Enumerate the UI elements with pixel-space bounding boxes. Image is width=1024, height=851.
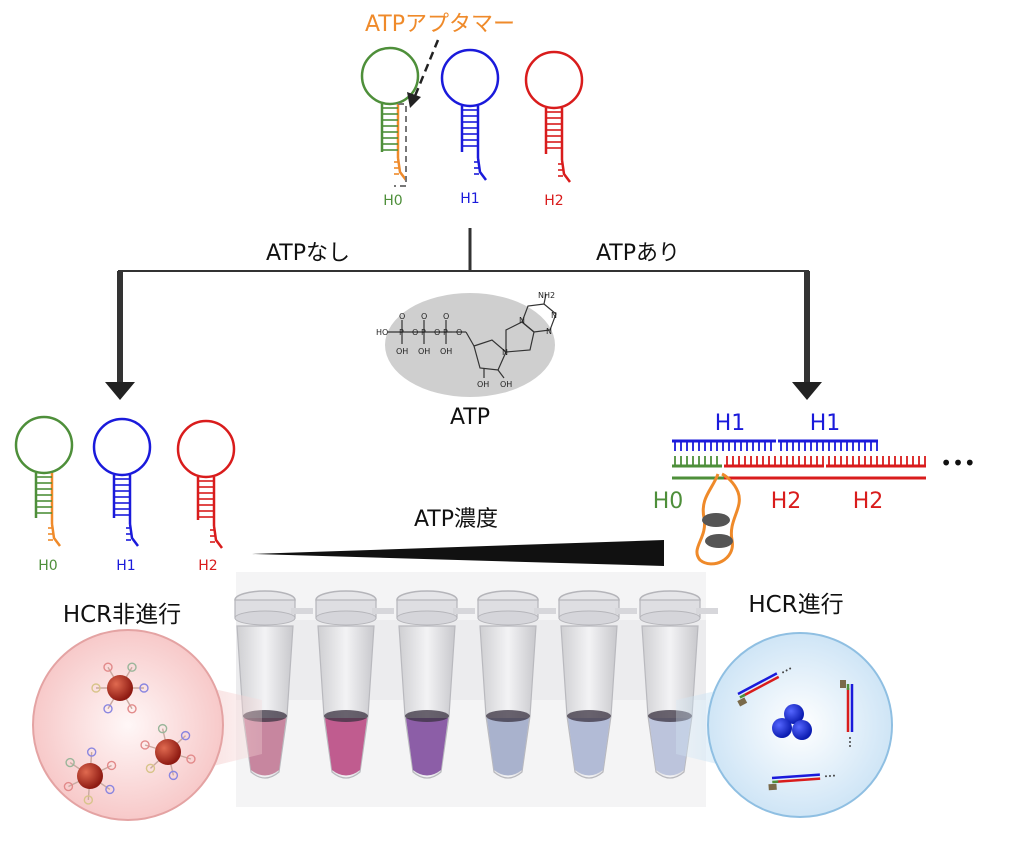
right-branch-arrowhead — [792, 382, 822, 400]
tube-liquid — [487, 718, 529, 776]
polymer-fragment — [737, 667, 792, 707]
atp-caption: ATP — [450, 405, 490, 430]
svg-text:HO: HO — [376, 328, 388, 337]
dispersed-nanoparticles — [63, 662, 196, 805]
svg-text:O: O — [399, 312, 405, 321]
top-hairpin-h1 — [440, 48, 500, 181]
atp-concentration-wedge — [252, 540, 664, 566]
aggregated-nanoparticles — [772, 704, 812, 740]
bound-atp-marker-2 — [705, 534, 733, 548]
atp-molecule-atoms: HO P P P O O O OH OH OH O O O OH OH NH2 … — [376, 291, 557, 389]
sample-tube — [396, 590, 475, 779]
hcr-progressing-label: HCR進行 — [748, 592, 843, 618]
svg-text:OH: OH — [440, 347, 452, 356]
svg-text:OH: OH — [500, 380, 512, 389]
tube-liquid — [568, 718, 610, 776]
tube-liquid — [325, 718, 367, 776]
left-h2-label: H2 — [198, 558, 217, 574]
svg-text:N: N — [502, 348, 508, 357]
bound-aptamer-loop — [695, 472, 741, 566]
assembly-h2-label-1: H2 — [771, 489, 802, 514]
assembly-h2-label-2: H2 — [853, 489, 884, 514]
top-hairpin-h2 — [524, 50, 584, 183]
svg-text:O: O — [421, 312, 427, 321]
aptamer-arrow — [413, 39, 440, 97]
branch-with-atp-label: ATPあり — [596, 241, 680, 266]
branch-tree — [117, 228, 810, 384]
svg-text:P: P — [443, 328, 448, 337]
left-branch-arrowhead — [105, 382, 135, 400]
atp-molecule-backdrop — [385, 293, 555, 397]
hcr-polymer-assembly — [672, 439, 926, 480]
svg-text:OH: OH — [396, 347, 408, 356]
top-hairpin-h0 — [360, 46, 420, 181]
left-h1-label: H1 — [116, 558, 135, 574]
atp-concentration-label: ATP濃度 — [414, 507, 498, 532]
left-hairpin-h0 — [14, 415, 74, 547]
top-h1-label: H1 — [460, 191, 479, 207]
hcr-not-progressing-label: HCR非進行 — [63, 602, 181, 628]
left-hairpin-h1 — [92, 417, 152, 547]
svg-text:O: O — [443, 312, 449, 321]
svg-text:O: O — [456, 328, 462, 337]
svg-text:N: N — [546, 327, 552, 336]
svg-text:N: N — [551, 311, 557, 320]
top-h0-label: H0 — [383, 193, 402, 209]
svg-text:NH2: NH2 — [538, 291, 555, 300]
polymer-fragment — [840, 680, 854, 747]
gold-nanoparticle — [63, 747, 117, 805]
left-h0-label: H0 — [38, 558, 57, 574]
hcr-polymer-fragments — [737, 667, 854, 791]
svg-text:P: P — [399, 328, 404, 337]
left-hairpin-h2 — [176, 419, 236, 549]
branch-no-atp-label: ATPなし — [266, 241, 350, 266]
gold-nanoparticle — [91, 662, 149, 714]
assembly-h1-label-1: H1 — [715, 411, 746, 436]
aptamer-label: ATPアプタマー — [365, 12, 515, 37]
tube-liquid — [406, 718, 448, 776]
assembly-h1-label-2: H1 — [810, 411, 841, 436]
top-h2-label: H2 — [544, 193, 563, 209]
aptamer-arrowhead — [407, 92, 421, 108]
polymer-fragment — [768, 773, 835, 791]
sample-tube — [558, 590, 637, 779]
svg-text:O: O — [434, 328, 440, 337]
sample-tube — [477, 590, 556, 779]
assembly-continuation: ••• — [940, 451, 975, 475]
aptamer-region-marker — [394, 39, 440, 187]
bound-atp-marker-1 — [702, 513, 730, 527]
left-inset-circle — [32, 629, 224, 821]
assembly-h0-label: H0 — [653, 489, 684, 514]
svg-text:N: N — [519, 316, 525, 325]
gold-nanoparticle — [140, 723, 196, 781]
tube-photo-strip — [236, 620, 706, 700]
svg-text:OH: OH — [477, 380, 489, 389]
atp-molecule-structure — [388, 293, 557, 379]
svg-text:O: O — [412, 328, 418, 337]
svg-text:P: P — [421, 328, 426, 337]
svg-text:OH: OH — [418, 347, 430, 356]
sample-tube — [315, 590, 394, 779]
